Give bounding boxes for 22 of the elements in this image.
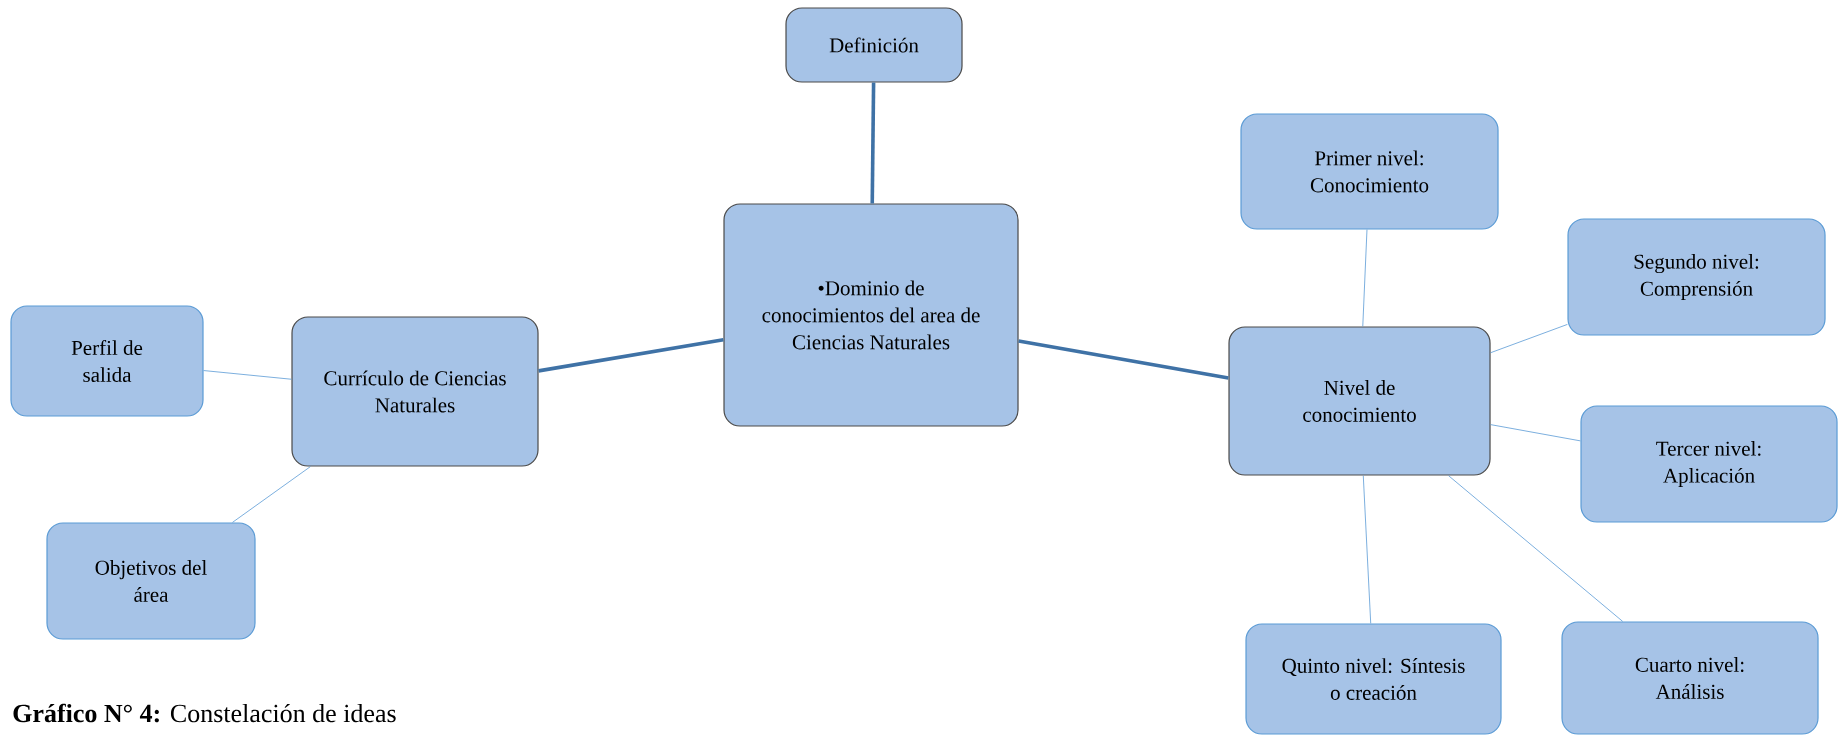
- connector-line: [1490, 324, 1568, 354]
- connector-line: [1490, 424, 1581, 442]
- connector-line: [203, 370, 292, 380]
- concept-box: Tercer nivel: Aplicación: [1580, 405, 1838, 523]
- concept-box: Definición: [785, 7, 963, 83]
- caption: Gráfico N° 4: Constelación de ideas: [13, 703, 396, 723]
- concept-box: Perfil de salida: [10, 305, 204, 417]
- concept-box: Primer nivel: Conocimiento: [1240, 113, 1499, 230]
- concept-box: Objetivos del área: [46, 522, 256, 640]
- concept-box: Segundo nivel: Comprensión: [1567, 218, 1826, 336]
- concept-box: Nivel de conocimiento: [1228, 326, 1491, 476]
- concept-box: Quinto nivel: Síntesis o creación: [1245, 623, 1502, 735]
- concept-box: Currículo de Ciencias Naturales: [291, 316, 539, 467]
- connector-line: [1362, 475, 1372, 624]
- connector-line: [1362, 229, 1368, 327]
- connector-line: [232, 466, 311, 523]
- concept-box: Cuarto nivel: Análisis: [1561, 621, 1819, 735]
- concept-box: •Dominio de conocimientos del area de Ciencias Naturales: [723, 203, 1019, 427]
- connector-line: [538, 338, 724, 373]
- connector-line: [1448, 475, 1624, 622]
- connector-line: [870, 82, 876, 204]
- connector-line: [1018, 339, 1229, 380]
